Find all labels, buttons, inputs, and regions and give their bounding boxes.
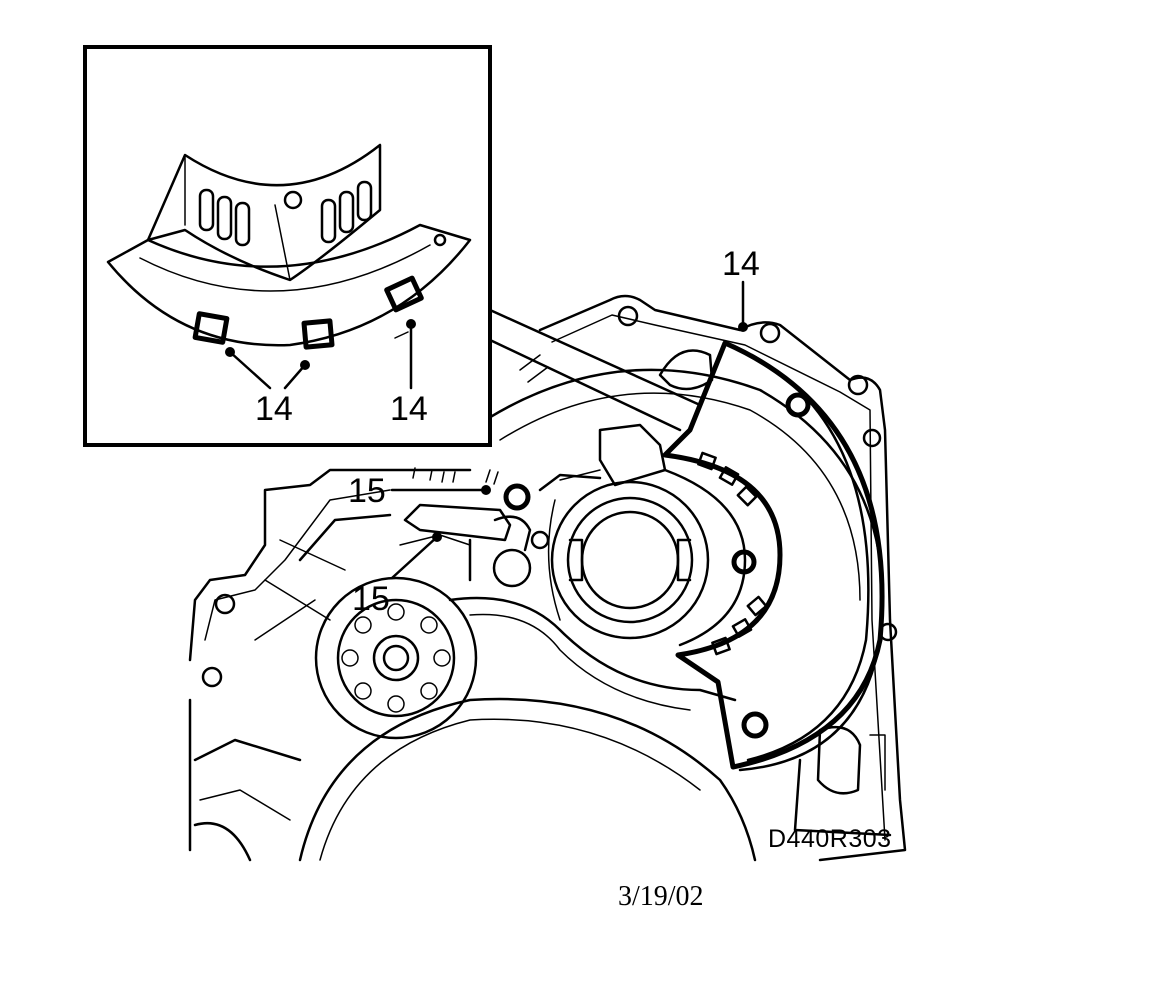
inset-label-14-right: 14 (390, 390, 428, 428)
gear-teeth (341, 603, 451, 713)
figure-code: D440R303 (768, 825, 892, 853)
inset-shield (106, 143, 472, 350)
date-stamp: 3/19/02 (618, 881, 704, 912)
inset-label-14-left: 14 (255, 390, 293, 428)
clutch-cover-shield (662, 340, 885, 770)
gearbox-housing (188, 294, 907, 862)
main-callouts: 14 15 15 (348, 245, 760, 618)
label-14-main: 14 (722, 245, 760, 283)
detail-inset: 14 14 (83, 45, 702, 447)
label-15-upper: 15 (348, 472, 386, 510)
label-15-lower: 15 (352, 580, 390, 618)
